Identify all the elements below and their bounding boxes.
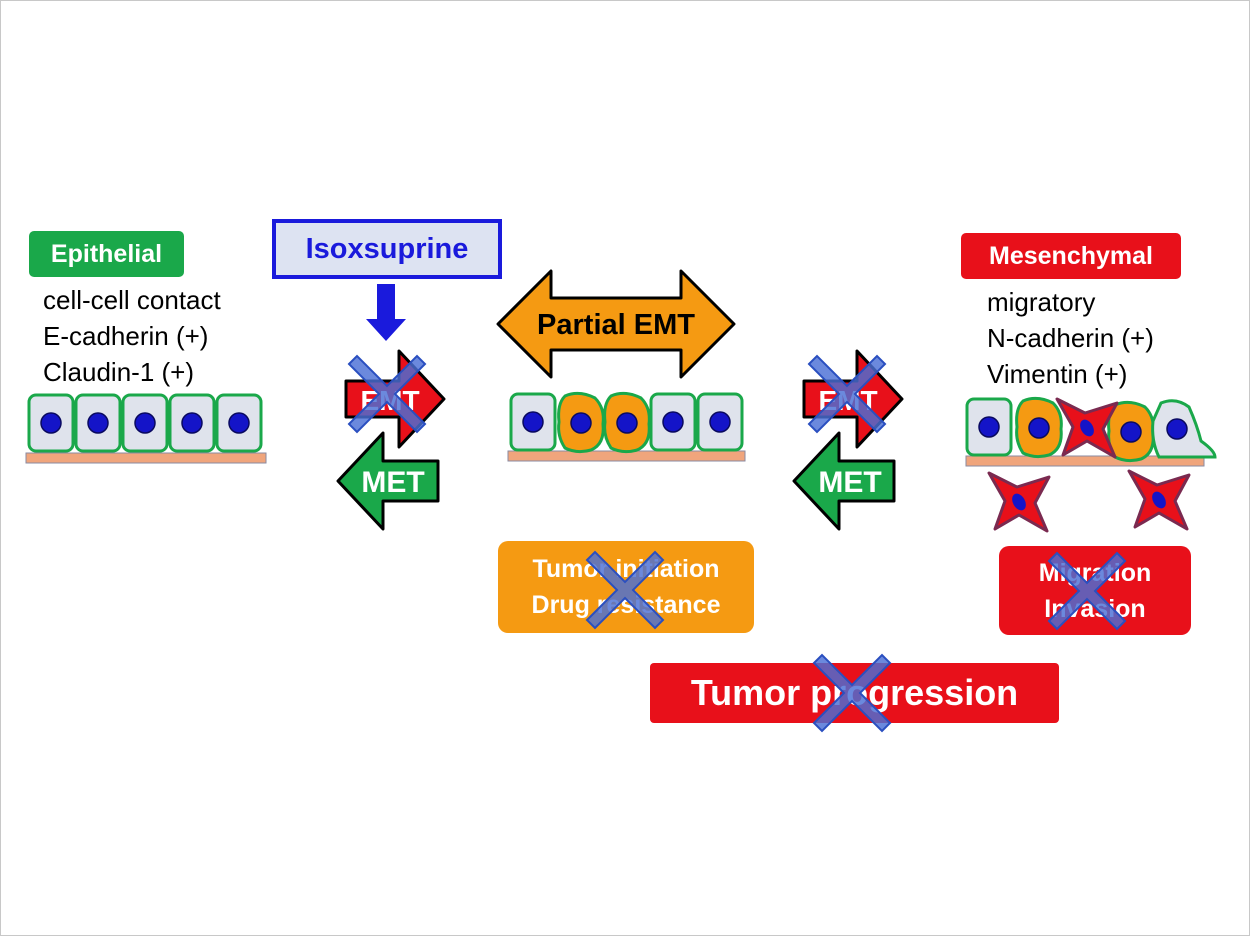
epithelial-cells bbox=[25, 393, 267, 464]
epithelial-cell bbox=[509, 392, 557, 452]
partial-emt-cells bbox=[507, 391, 746, 462]
epithelial-property: Claudin-1 (+) bbox=[43, 357, 195, 387]
partial-emt-text: Partial EMT bbox=[537, 309, 695, 341]
tumor-initiation-text: Tumor initiation bbox=[532, 555, 720, 583]
epithelial-properties: cell-cell contact E-cadherin (+) Claudin… bbox=[43, 282, 221, 390]
partial-emt-double-arrow: Partial EMT bbox=[496, 269, 736, 379]
mesenchymal-properties: migratory N-cadherin (+) Vimentin (+) bbox=[987, 284, 1154, 392]
epithelial-cell bbox=[74, 393, 122, 453]
inhibition-x-icon bbox=[1048, 552, 1126, 630]
met-arrow-left: MET bbox=[336, 431, 440, 531]
epithelial-cell bbox=[649, 392, 697, 452]
intermediate-cell bbox=[1015, 396, 1063, 459]
epithelial-property: cell-cell contact bbox=[43, 285, 221, 315]
mesenchymal-cells bbox=[965, 396, 1217, 533]
epithelial-cell bbox=[121, 393, 169, 453]
epithelial-cell bbox=[27, 393, 75, 453]
inhibition-down-arrow bbox=[366, 284, 406, 341]
intermediate-cell bbox=[557, 391, 605, 454]
mesenchymal-property: migratory bbox=[987, 287, 1096, 317]
mesenchymal-cell bbox=[987, 471, 1051, 533]
epithelial-cell bbox=[696, 392, 744, 452]
intermediate-cell bbox=[1107, 400, 1155, 463]
intermediate-cell bbox=[603, 391, 651, 454]
epithelial-cell bbox=[168, 393, 216, 453]
inhibition-x-icon bbox=[813, 654, 891, 732]
epithelial-cell bbox=[965, 397, 1013, 457]
met-text: MET bbox=[818, 466, 881, 499]
isoxsuprine-box: Isoxsuprine bbox=[272, 219, 502, 279]
epithelial-cell bbox=[215, 393, 263, 453]
met-arrow-right: MET bbox=[792, 431, 896, 531]
inhibition-x-icon bbox=[586, 551, 664, 629]
mesenchymal-property: N-cadherin (+) bbox=[987, 323, 1154, 353]
mesenchymal-property: Vimentin (+) bbox=[987, 359, 1128, 389]
epithelial-label: Epithelial bbox=[29, 231, 184, 277]
met-text: MET bbox=[361, 466, 424, 499]
epithelial-property: E-cadherin (+) bbox=[43, 321, 209, 351]
mesenchymal-cell bbox=[1127, 469, 1191, 531]
mesenchymal-label: Mesenchymal bbox=[961, 233, 1181, 279]
